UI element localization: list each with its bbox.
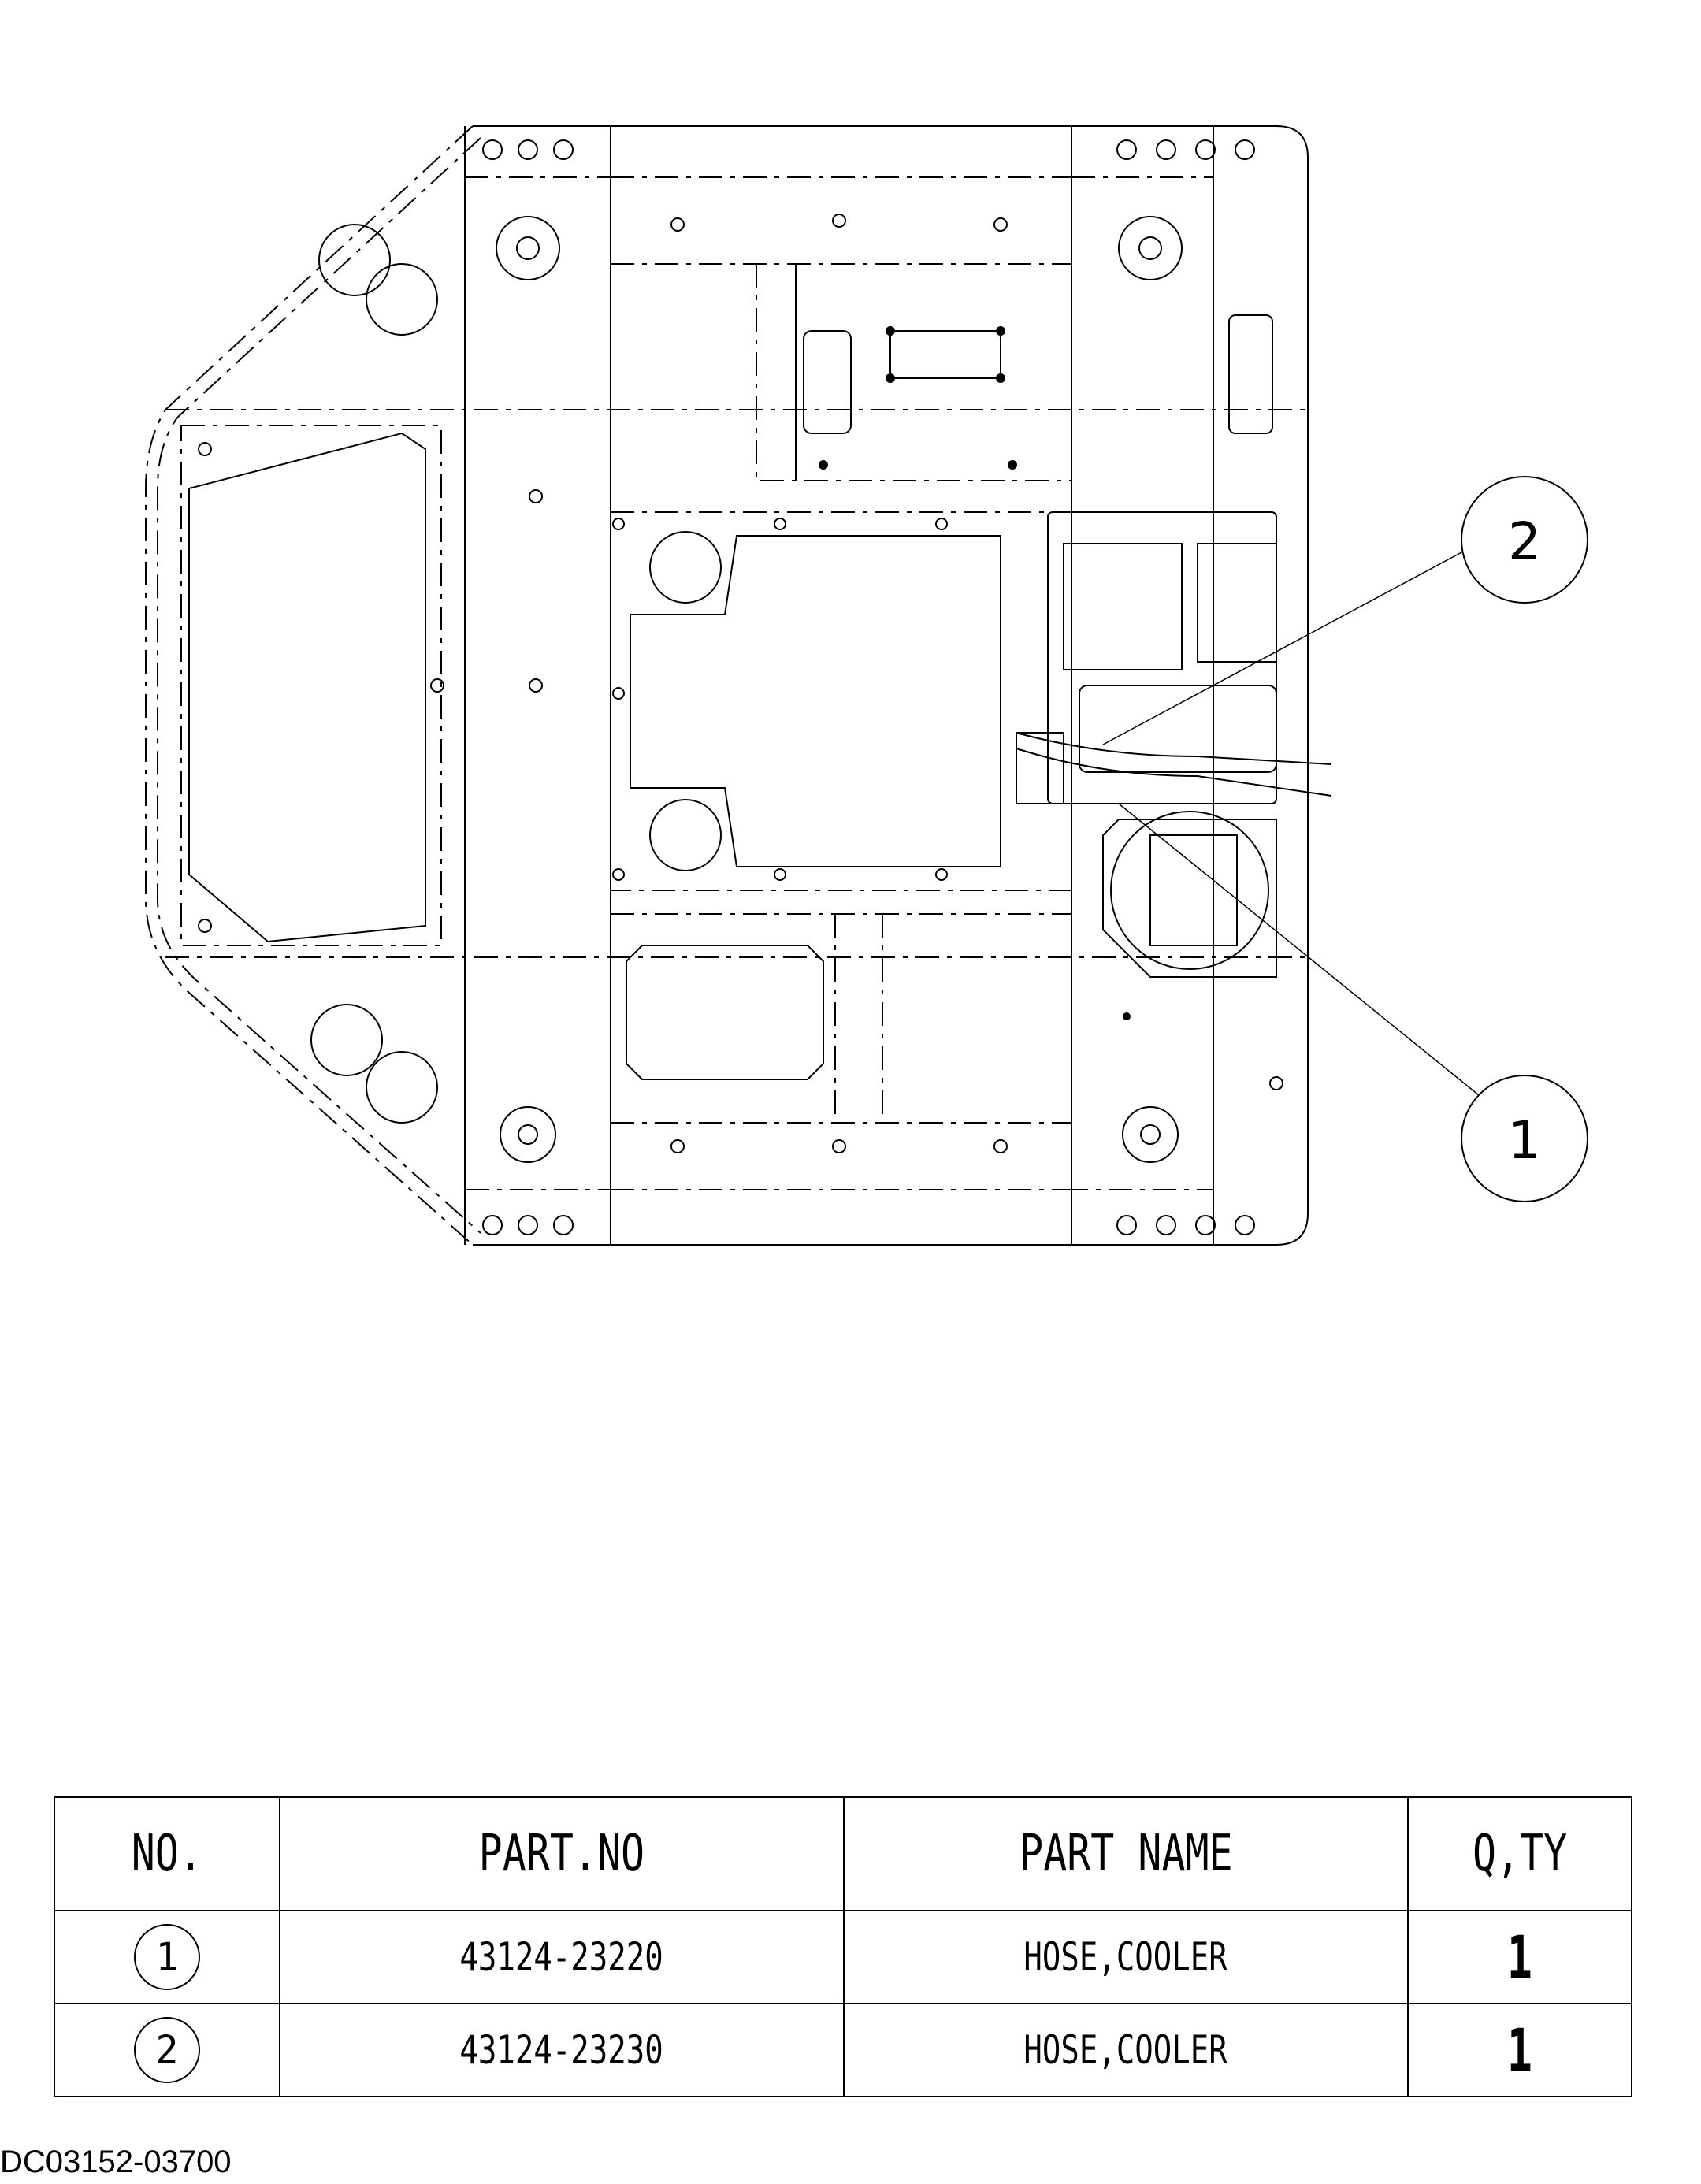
row-no: 1 bbox=[54, 1910, 280, 2004]
header-no: NO. bbox=[54, 1796, 280, 1911]
table-row: 1 43124-23220 HOSE,COOLER 1 bbox=[54, 1910, 1632, 2004]
table-row: 2 43124-23230 HOSE,COOLER 1 bbox=[54, 2003, 1632, 2097]
document-code: DC03152-03700 bbox=[0, 2145, 232, 2179]
callout-1-label: 1 bbox=[1508, 1110, 1541, 1171]
frame-outline bbox=[473, 125, 1309, 1246]
row-part-no: 43124-23220 bbox=[279, 1910, 845, 2004]
header-qty: Q,TY bbox=[1407, 1796, 1632, 1911]
row-no: 2 bbox=[54, 2003, 280, 2097]
parts-table: NO. PART.NO PART NAME Q,TY 1 43124-23220… bbox=[54, 1796, 1632, 2097]
row-part-no: 43124-23230 bbox=[279, 2003, 845, 2097]
header-part-name: PART NAME bbox=[843, 1796, 1409, 1911]
row-part-name: HOSE,COOLER bbox=[843, 1910, 1409, 2004]
row-qty: 1 bbox=[1407, 2003, 1632, 2097]
table-header-row: NO. PART.NO PART NAME Q,TY bbox=[54, 1796, 1632, 1911]
row-part-name: HOSE,COOLER bbox=[843, 2003, 1409, 2097]
callout-2-label: 2 bbox=[1508, 511, 1541, 572]
frame-left-dashed bbox=[145, 125, 474, 1246]
header-part-no: PART.NO bbox=[279, 1796, 845, 1911]
row-qty: 1 bbox=[1407, 1910, 1632, 2004]
